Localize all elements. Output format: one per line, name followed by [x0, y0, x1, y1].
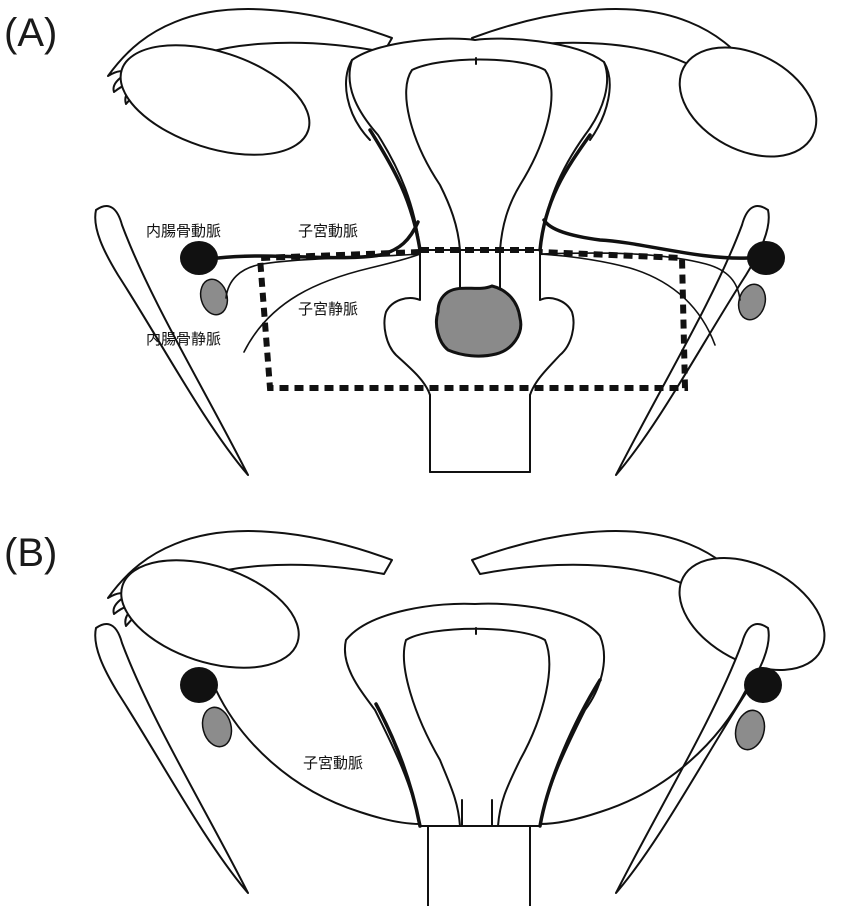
panel-a: (A)	[4, 9, 835, 475]
left-internal-iliac-artery-b	[180, 667, 218, 703]
panel-b-label: (B)	[4, 531, 57, 575]
label-internal-iliac-vein: 内腸骨静脈	[146, 330, 221, 348]
label-internal-iliac-artery: 内腸骨動脈	[146, 222, 221, 240]
label-uterine-vein: 子宮静脈	[298, 300, 358, 318]
right-internal-iliac-artery	[747, 241, 785, 275]
panel-b: (B)	[4, 531, 843, 906]
right-internal-iliac-vein-b	[731, 707, 768, 753]
label-uterine-artery-b: 子宮動脈	[303, 754, 363, 772]
panel-a-label: (A)	[4, 11, 57, 55]
right-internal-iliac-vein	[735, 281, 769, 323]
cervical-tumor	[436, 286, 520, 356]
cervix	[384, 250, 573, 472]
right-internal-iliac-artery-b	[744, 667, 782, 703]
left-internal-iliac-artery	[180, 241, 218, 275]
label-uterine-artery-a: 子宮動脈	[298, 222, 358, 240]
left-internal-iliac-vein-b	[198, 704, 235, 750]
